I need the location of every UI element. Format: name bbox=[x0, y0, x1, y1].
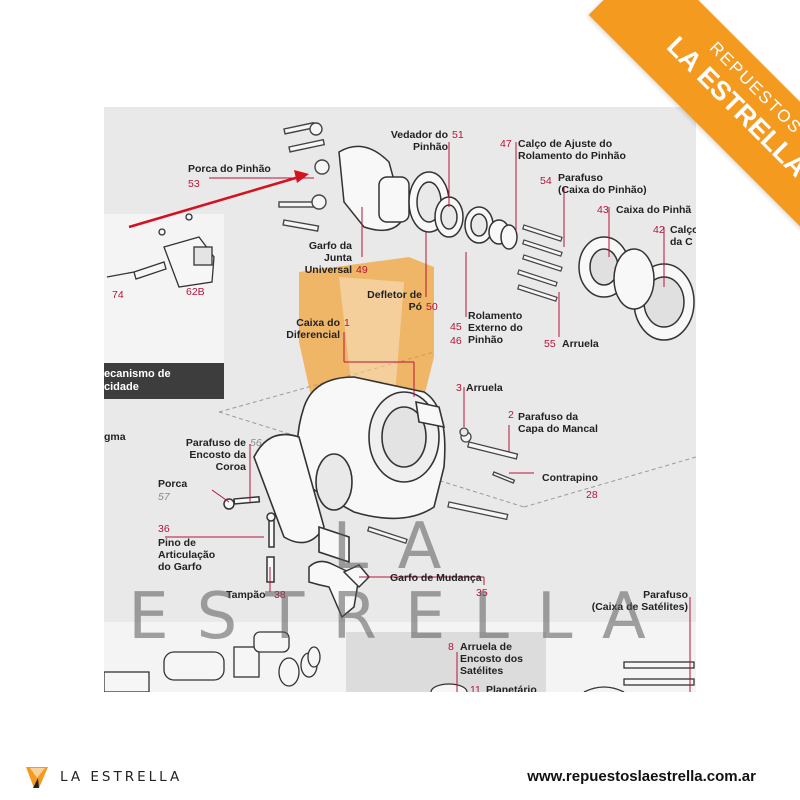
red-pointer-arrow bbox=[128, 170, 309, 229]
label-parafuso-satelites: Parafuso (Caixa de Satélites) bbox=[591, 589, 688, 613]
num-11: 11 bbox=[470, 684, 481, 692]
corner-ribbon: REPUESTOS LA ESTRELLA bbox=[560, 0, 800, 240]
label-planetario: Planetário bbox=[486, 684, 537, 692]
label-gma: gma bbox=[104, 431, 126, 443]
exploded-view-drawing bbox=[104, 121, 696, 692]
num-35: 35 bbox=[476, 587, 488, 599]
ribbon-band: REPUESTOS LA ESTRELLA bbox=[588, 0, 800, 240]
num-38: 38 bbox=[274, 589, 286, 601]
num-47: 47 bbox=[500, 138, 512, 150]
num-45: 45 bbox=[450, 321, 462, 333]
num-62b: 62B bbox=[186, 286, 205, 298]
label-garfo-junta: Garfo da Junta Universal bbox=[304, 240, 352, 276]
label-arruela-3: Arruela bbox=[466, 382, 503, 394]
label-arruela-55: Arruela bbox=[562, 338, 599, 350]
num-54: 54 bbox=[540, 175, 552, 187]
footer-logo[interactable]: LA ESTRELLA bbox=[24, 764, 182, 790]
num-36: 36 bbox=[158, 523, 170, 535]
brand-watermark: LA ESTRELLA bbox=[128, 510, 674, 654]
label-porca-pinhao: Porca do Pinhão bbox=[188, 163, 271, 175]
label-caixa-dif: Caixa do Diferencial bbox=[286, 317, 340, 341]
num-50: 50 bbox=[426, 301, 438, 313]
label-parafuso-encosto: Parafuso de Encosto da Coroa bbox=[185, 437, 246, 473]
num-43: 43 bbox=[597, 204, 609, 216]
num-51: 51 bbox=[452, 129, 464, 141]
section-title: ecanismo de cidade bbox=[104, 363, 224, 399]
footer-brand-name: LA ESTRELLA bbox=[60, 769, 183, 785]
label-parafuso-capa: Parafuso da Capa do Mancal bbox=[518, 411, 598, 435]
num-1: 1 bbox=[344, 317, 350, 329]
num-53: 53 bbox=[188, 178, 200, 190]
num-2: 2 bbox=[508, 409, 514, 421]
num-3: 3 bbox=[456, 382, 462, 394]
num-57: 57 bbox=[158, 491, 170, 503]
label-calco-ajuste: Calço de Ajuste do Rolamento do Pinhão bbox=[518, 138, 626, 162]
label-pino-art: Pino de Articulação do Garfo bbox=[158, 537, 216, 573]
num-46: 46 bbox=[450, 335, 462, 347]
label-calco-c: Calço da C bbox=[670, 224, 696, 248]
footer-website-link[interactable]: www.repuestoslaestrella.com.ar bbox=[527, 768, 756, 785]
num-55: 55 bbox=[544, 338, 556, 350]
parts-diagram: ecanismo de cidade Porca do Pinhão 53 Ve… bbox=[104, 107, 696, 692]
label-contrapino: Contrapino bbox=[542, 472, 598, 484]
label-rolamento-ext: Rolamento Externo do Pinhão bbox=[468, 310, 523, 346]
label-parafuso-pinhao: Parafuso (Caixa do Pinhão) bbox=[558, 172, 647, 196]
label-garfo-mudanca: Garfo de Mudança bbox=[390, 572, 482, 584]
num-49: 49 bbox=[356, 264, 368, 276]
label-arruela-encosto: Arruela de Encosto dos Satélites bbox=[460, 641, 524, 677]
num-56: 56 bbox=[250, 437, 262, 449]
inset-panel-bottom-center bbox=[346, 632, 546, 692]
label-caixa-pinhao: Caixa do Pinhã bbox=[616, 204, 692, 216]
num-8: 8 bbox=[448, 641, 454, 653]
label-vedador: Vedador do Pinhão bbox=[390, 129, 448, 153]
num-28: 28 bbox=[586, 489, 598, 501]
inset-panel-top-left bbox=[104, 214, 224, 364]
label-porca: Porca bbox=[158, 478, 188, 490]
label-defletor: Defletor de Pó bbox=[367, 289, 422, 313]
label-tampao: Tampão bbox=[226, 589, 266, 601]
num-42: 42 bbox=[653, 224, 665, 236]
star-logo-icon bbox=[26, 767, 48, 788]
num-74: 74 bbox=[112, 289, 124, 301]
